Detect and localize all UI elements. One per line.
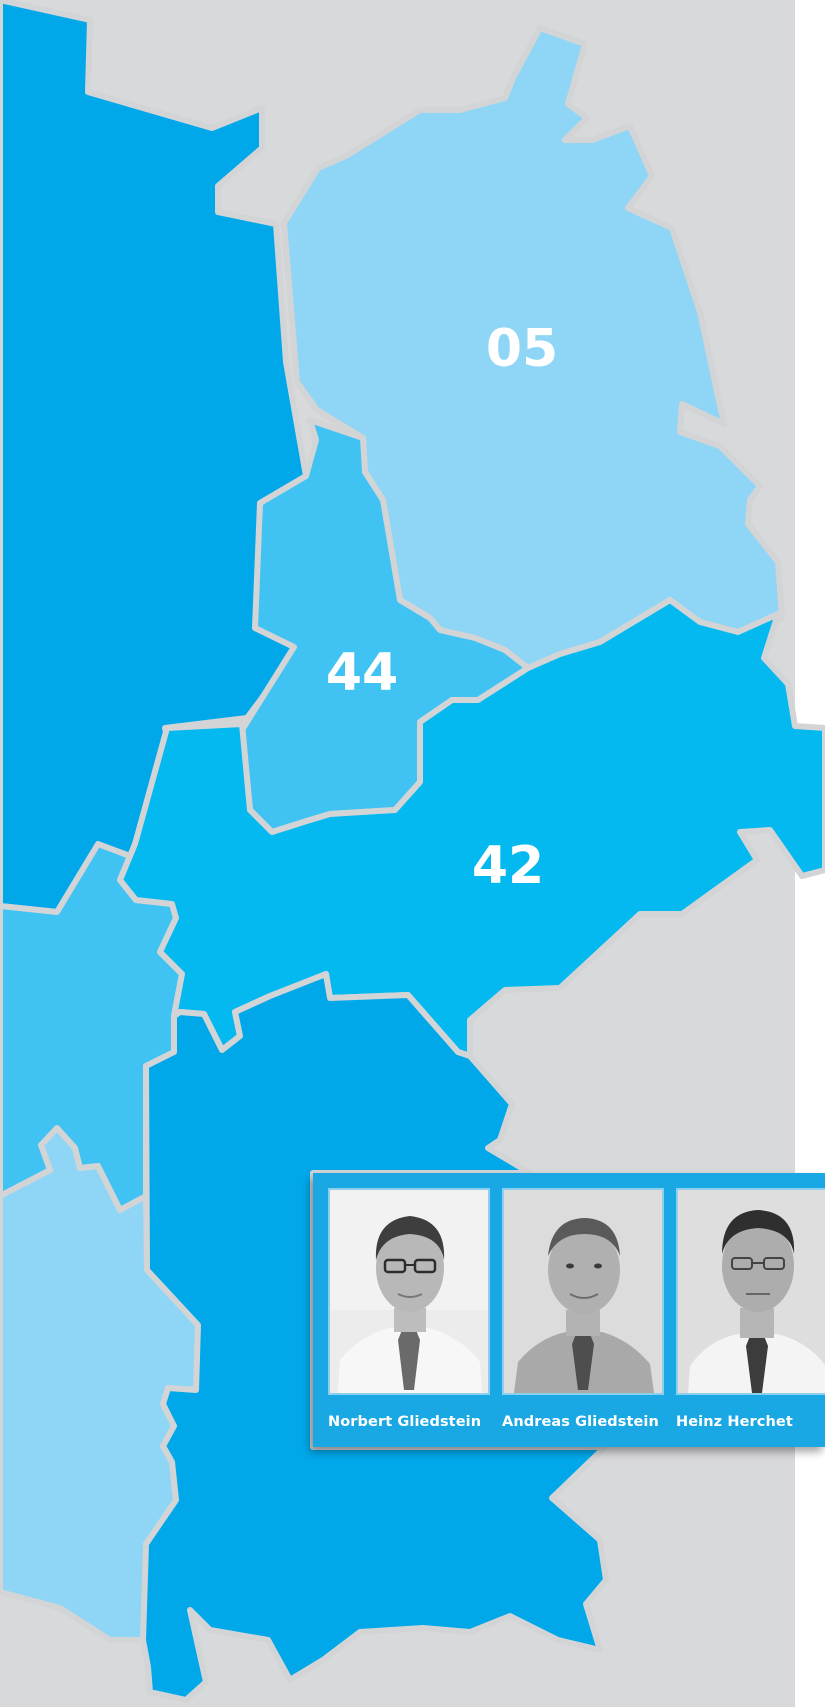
team-member-name: Andreas Gliedstein: [502, 1414, 659, 1430]
region-label-05: 05: [486, 319, 558, 379]
region-label-44: 44: [326, 643, 398, 703]
portrait-photo: [502, 1188, 664, 1395]
region-label-42: 42: [472, 836, 544, 896]
portrait-photo-icon: [678, 1190, 825, 1393]
region-south: [140, 971, 609, 1703]
portrait-photo-icon: [504, 1190, 662, 1393]
team-member: Andreas Gliedstein: [502, 1188, 664, 1430]
team-member: Norbert Gliedstein: [328, 1188, 490, 1430]
portrait-photo: [328, 1188, 490, 1395]
portrait-photo-icon: [330, 1190, 488, 1393]
team-member-name: Heinz Herchet: [676, 1414, 793, 1430]
team-card: Norbert Gliedstein: [313, 1173, 825, 1447]
portrait-photo: [676, 1188, 825, 1395]
team-member-name: Norbert Gliedstein: [328, 1414, 482, 1430]
team-member: Heinz Herchet: [676, 1188, 825, 1430]
